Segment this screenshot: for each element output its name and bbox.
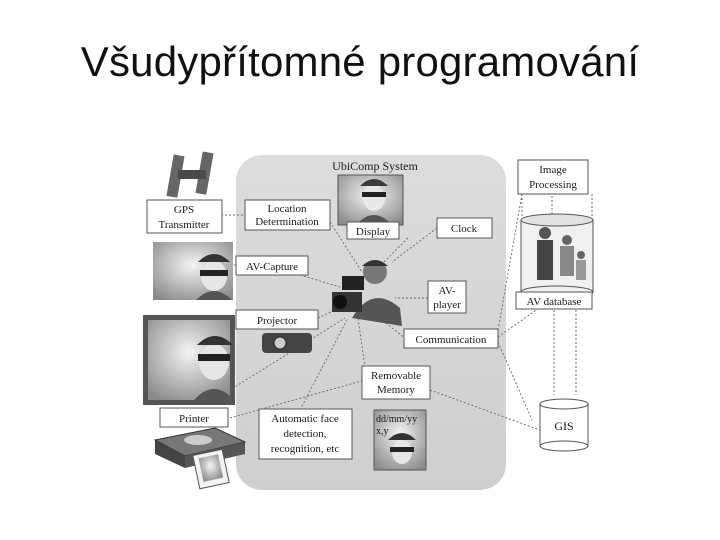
display-label: Display bbox=[356, 226, 391, 238]
clock-label: Clock bbox=[451, 223, 478, 235]
projector-label: Projector bbox=[257, 315, 298, 327]
satellite-icon bbox=[166, 151, 213, 197]
av-database-label: AV database bbox=[527, 296, 582, 308]
image-processing-line1: Image bbox=[539, 164, 567, 176]
location-label-line2: Determination bbox=[255, 216, 319, 228]
projection-screen-photo bbox=[143, 315, 235, 405]
image-processing-line2: Processing bbox=[529, 179, 577, 191]
face-detection-line1: Automatic face bbox=[271, 413, 339, 425]
av-player-line2: player bbox=[433, 299, 461, 311]
face-detection-line2: detection, bbox=[283, 428, 326, 440]
gis-label: GIS bbox=[554, 419, 573, 433]
display-photo bbox=[338, 175, 403, 225]
projector-icon bbox=[262, 333, 312, 353]
communication-label: Communication bbox=[416, 334, 487, 346]
removable-memory-line1: Removable bbox=[371, 370, 421, 382]
face-detection-line3: recognition, etc bbox=[271, 443, 340, 455]
av-player-line1: AV- bbox=[438, 285, 455, 297]
system-label: UbiComp System bbox=[332, 159, 418, 173]
printer-label: Printer bbox=[179, 413, 209, 425]
av-capture-photo bbox=[153, 242, 233, 300]
av-capture-label: AV-Capture bbox=[246, 261, 298, 273]
photo-date-line1: dd/mm/yy bbox=[376, 414, 417, 425]
av-database-cylinder bbox=[521, 214, 593, 298]
removable-memory-line2: Memory bbox=[377, 384, 415, 396]
photo-date-line2: x,y bbox=[376, 426, 389, 437]
gps-label-line2: Transmitter bbox=[159, 219, 210, 231]
printer-icon bbox=[155, 428, 245, 489]
gps-label-line1: GPS bbox=[174, 204, 194, 216]
location-label-line1: Location bbox=[267, 203, 307, 215]
